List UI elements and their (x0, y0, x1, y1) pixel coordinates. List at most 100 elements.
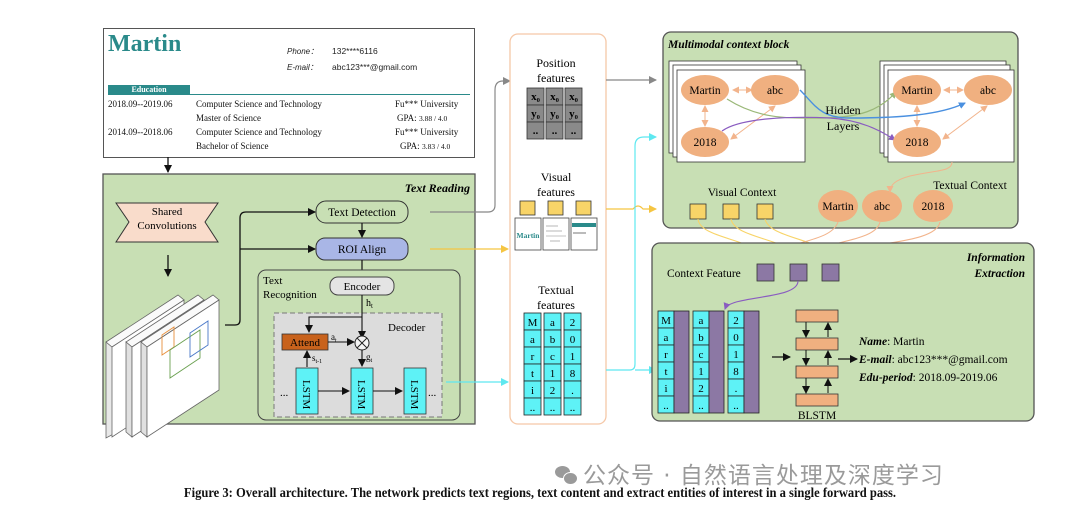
hidden-layers-label-1: Hidden (825, 103, 860, 117)
svg-text:abc: abc (767, 85, 783, 97)
lstm-ellipsis-left: ... (280, 387, 289, 399)
position-feature-value: .. (533, 125, 539, 137)
svg-text:Martin: Martin (901, 85, 933, 97)
entry-major: Computer Science and Technology (196, 127, 322, 137)
context-feature-square (756, 263, 775, 282)
phone-label: Phone： (287, 47, 319, 56)
wechat-icon (555, 466, 578, 485)
char-value: a (550, 317, 555, 329)
text-recognition-label-2: Recognition (263, 289, 317, 301)
char-value: 1 (733, 349, 739, 361)
hidden-edge-blue (799, 89, 966, 119)
char-value: t (664, 366, 667, 378)
char-value: r (664, 349, 668, 361)
context-feature-square (789, 263, 808, 282)
position-feature-value: y₀ (550, 108, 560, 120)
gpa-label: GPA: (400, 141, 420, 151)
char-value: i (664, 383, 667, 395)
position-feature-value: .. (571, 125, 577, 137)
char-value: . (735, 383, 738, 395)
text-recognition-label-1: Text (263, 275, 282, 287)
graph-node-abc: abc (862, 190, 902, 222)
visual-features: Martin (514, 200, 598, 251)
visual-feature-square (547, 200, 564, 216)
char-value: 2 (570, 317, 576, 329)
info-extraction-title-1: Information (966, 252, 1025, 264)
multimodal-title: Multimodal context block (667, 39, 790, 51)
output-edu-period: Edu-period: 2018.09-2019.06 (858, 372, 998, 384)
svg-text:LSTM: LSTM (408, 380, 420, 410)
svg-text:2018: 2018 (906, 137, 929, 149)
visual-thumb-name (514, 217, 542, 251)
textual-features-grid: Marti..abc12..2018... (523, 312, 582, 416)
graph-node-martin: Martin (681, 75, 729, 105)
figure-caption: Figure 3: Overall architecture. The netw… (183, 485, 897, 500)
roi-align-label: ROI Align (338, 244, 386, 256)
position-feature-value: x₀ (550, 91, 560, 103)
visual-thumb-education (570, 217, 598, 251)
email-label: E-mail： (287, 63, 318, 72)
shared-conv-label-2: Convolutions (137, 220, 196, 232)
arrow-context-to-columns (723, 280, 799, 310)
char-value: a (530, 334, 535, 346)
position-feature-value: x₀ (569, 91, 579, 103)
char-value: M (528, 317, 538, 329)
visual-features-title-2: features (537, 185, 575, 199)
graph-node-2018: 2018 (681, 127, 729, 157)
char-value: b (698, 332, 704, 344)
char-cell (523, 397, 542, 416)
entry-gpa: GPA: 3.83 / 4.0 (400, 141, 450, 151)
email-value: abc123***@gmail.com (332, 62, 418, 72)
text-reading-title: Text Reading (405, 181, 470, 195)
position-feature-cell (545, 121, 564, 140)
h-t-label: ht (366, 298, 373, 310)
arrow-visual-to-multimodal (606, 205, 657, 213)
graph-node-abc: abc (964, 75, 1012, 105)
char-cell (563, 397, 582, 416)
char-value: c (699, 349, 704, 361)
char-value: a (664, 332, 669, 344)
encoder-label: Encoder (344, 281, 381, 293)
char-value: .. (550, 402, 556, 414)
g-t-label: gt (366, 352, 373, 364)
char-value: . (571, 385, 574, 397)
visual-context-square (722, 203, 740, 220)
svg-text:abc: abc (980, 85, 996, 97)
graph-node-martin: Martin (818, 190, 858, 222)
position-feature-value: y₀ (531, 108, 541, 120)
visual-context-label: Visual Context (708, 187, 777, 199)
visual-feature-square (575, 200, 592, 216)
graph-node-abc: abc (751, 75, 799, 105)
context-feature-column (673, 310, 690, 414)
context-feature-column (708, 310, 725, 414)
visual-context-square (689, 203, 707, 220)
visual-context-square (756, 203, 774, 220)
visual-feature-square (519, 200, 536, 216)
edge (730, 105, 776, 140)
position-feature-value: y₀ (569, 108, 579, 120)
graph-node-martin: Martin (893, 75, 941, 105)
char-value: 8 (570, 368, 576, 380)
char-value: 8 (733, 366, 739, 378)
blstm-block (795, 309, 839, 407)
context-feature-square (821, 263, 840, 282)
arrow-detection-to-position (430, 77, 511, 213)
position-feature-cell (526, 121, 545, 140)
watermark-text: 公众号 · 自然语言处理及深度学习 (583, 463, 944, 489)
arrow-encoder-to-attend (305, 316, 362, 333)
entry-period: 2018.09--2019.06 (108, 99, 173, 109)
entry-period: 2014.09--2018.06 (108, 127, 173, 137)
position-features-title-2: features (537, 71, 575, 85)
char-value: a (699, 315, 704, 327)
char-value: .. (663, 400, 669, 412)
char-value: M (661, 315, 671, 327)
shared-conv-label-1: Shared (152, 206, 183, 218)
char-value: .. (530, 402, 536, 414)
resume-document: Martin Phone： 132****6116 E-mail： abc123… (103, 28, 475, 158)
education-divider (190, 94, 470, 95)
position-features-title-1: Position (536, 56, 575, 70)
hidden-layers-label-2: Layers (827, 119, 860, 133)
svg-text:LSTM: LSTM (355, 380, 367, 410)
entry-school: Fu*** University (395, 99, 459, 109)
s-t1-label: st-1 (312, 353, 322, 365)
